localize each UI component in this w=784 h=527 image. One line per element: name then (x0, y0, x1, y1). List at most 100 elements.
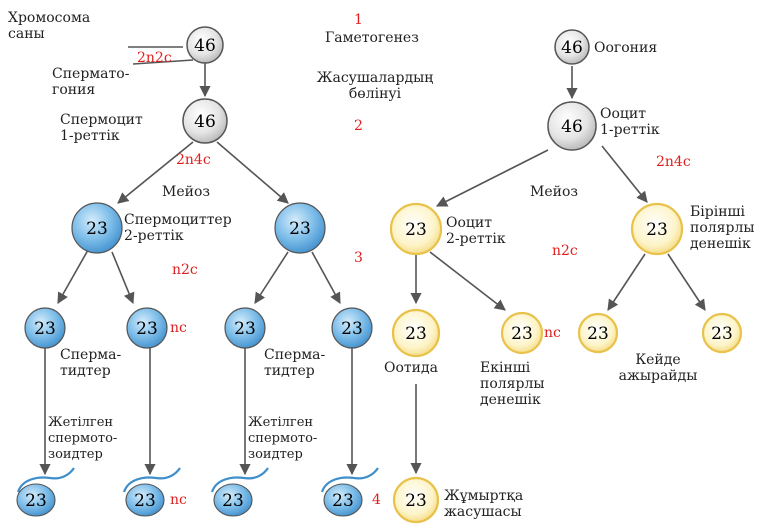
sperm-tail (122, 467, 181, 493)
arrow (311, 251, 341, 304)
arrows (39, 46, 706, 476)
cell-spermatid-1: 23 (24, 307, 66, 349)
annotation-number-2: 2 (354, 118, 363, 134)
label-secondary-spermatocytes: Спермоциттер 2-реттік (124, 212, 232, 244)
sperm-head (16, 483, 56, 517)
chromosome-count: 23 (34, 319, 56, 339)
cell-body (500, 311, 544, 355)
label-primary-oocyte: Ооцит 1-реттік (600, 106, 660, 138)
chromosome-count: 23 (86, 219, 108, 239)
label-spermatids-right: Сперма- тидтер (264, 347, 326, 379)
chromosome-count: 23 (711, 324, 733, 344)
cell-oogonia: 46 (554, 29, 590, 65)
arrow (111, 251, 135, 305)
cell-spermatid-3: 23 (224, 307, 266, 349)
label-meiosis-left: Мейоз (162, 184, 211, 200)
annotation-number-3: 3 (354, 250, 363, 266)
label-mature-sperm-left: Жетілген спермото- зоидтер (48, 415, 118, 462)
chromosome-count: 46 (194, 112, 216, 132)
cell-body (392, 476, 440, 524)
cell-body (331, 307, 373, 349)
cell-secondary-oocyte: 23 (389, 202, 443, 256)
formula-nc-sperm: nc (170, 492, 187, 508)
leader-line (132, 59, 194, 65)
cell-spermatid-4: 23 (331, 307, 373, 349)
chromosome-count: 23 (25, 491, 47, 511)
cell-body (126, 307, 168, 349)
label-oogonia: Оогония (594, 40, 658, 56)
sperm-3: 23 (210, 467, 269, 517)
chromosome-count: 23 (332, 491, 354, 511)
sperm-tail (16, 467, 75, 493)
chromosome-count: 23 (341, 319, 363, 339)
sperm-head (125, 483, 165, 517)
sperm-tail (210, 467, 269, 493)
cell-ootid: 23 (391, 308, 441, 358)
cell-polar-split-right: 23 (701, 312, 743, 354)
cell-secondary-spermatocyte-right: 23 (274, 202, 326, 254)
cell-body (182, 98, 228, 144)
chromosome-count: 23 (134, 491, 156, 511)
arrow (57, 249, 89, 304)
cell-primary-spermatocyte: 46 (182, 98, 228, 144)
cell-body (186, 26, 224, 64)
cell-body (554, 29, 590, 65)
arrow (607, 253, 646, 311)
cell-egg: 23 (392, 476, 440, 524)
cell-body (389, 202, 443, 256)
sperm-head (213, 483, 253, 517)
chromosome-count: 23 (136, 319, 158, 339)
arrow (429, 251, 506, 311)
cell-body (577, 312, 619, 354)
label-spermatids-left: Сперма- тидтер (60, 347, 122, 379)
sperm-tail (320, 467, 379, 493)
label-spermatogonia: Спермато- гония (52, 66, 130, 98)
chromosome-count: 23 (405, 324, 427, 344)
cell-polar-split-left: 23 (577, 312, 619, 354)
label-chromosome-count: Хромосома саны (8, 10, 91, 42)
chromosome-count: 23 (222, 491, 244, 511)
cell-body (71, 202, 123, 254)
label-second-polar-body: Екінші полярлы денешік (480, 360, 545, 408)
formula-2n4c-right: 2n4c (656, 154, 691, 170)
cell-body (224, 307, 266, 349)
label-sometimes-splits: Кейде ажырайды (618, 352, 698, 384)
cell-spermatid-2: 23 (126, 307, 168, 349)
annotation-number-4: 4 (372, 492, 381, 508)
arrow (667, 253, 706, 311)
formula-n2c-right: n2c (552, 243, 578, 259)
formula-2n4c-left: 2n4c (176, 152, 211, 168)
label-mature-sperm-right: Жетілген спермото- зоидтер (248, 415, 318, 462)
arrow (216, 141, 289, 204)
cells: 46 46 46 46 23 23 23 23 (16, 26, 743, 524)
cell-body (630, 202, 684, 256)
chromosome-count: 23 (587, 324, 609, 344)
cell-first-polar-body: 23 (630, 202, 684, 256)
cell-secondary-spermatocyte-left: 23 (71, 202, 123, 254)
label-secondary-oocyte: Ооцит 2-реттік (446, 215, 506, 247)
sperm-2: 23 (122, 467, 181, 517)
cell-body (391, 308, 441, 358)
arrow (601, 145, 648, 203)
label-egg-cell: Жұмыртқа жасушасы (444, 488, 524, 520)
label-cell-division: Жасушалардың бөлінуі (316, 70, 434, 102)
label-ootid: Оотида (384, 360, 438, 376)
cell-body (547, 101, 597, 151)
cell-body (24, 307, 66, 349)
sperm-head (323, 483, 363, 517)
arrow (117, 141, 194, 204)
cell-primary-oocyte: 46 (547, 101, 597, 151)
label-gametogenesis: Гаметогенез (325, 30, 419, 46)
arrow (254, 251, 289, 304)
label-primary-spermatocyte: Спермоцит 1-реттік (60, 112, 143, 144)
label-first-polar-body: Бірінші полярлы денешік (690, 204, 755, 252)
annotation-number-1: 1 (354, 12, 363, 28)
arrow (436, 149, 549, 207)
sperm-4: 23 (320, 467, 379, 517)
chromosome-count: 46 (561, 117, 583, 137)
label-meiosis-right: Мейоз (530, 184, 579, 200)
formula-2n2c: 2n2c (137, 50, 172, 66)
chromosome-count: 23 (646, 220, 668, 240)
cell-body (701, 312, 743, 354)
chromosome-count: 23 (511, 324, 533, 344)
